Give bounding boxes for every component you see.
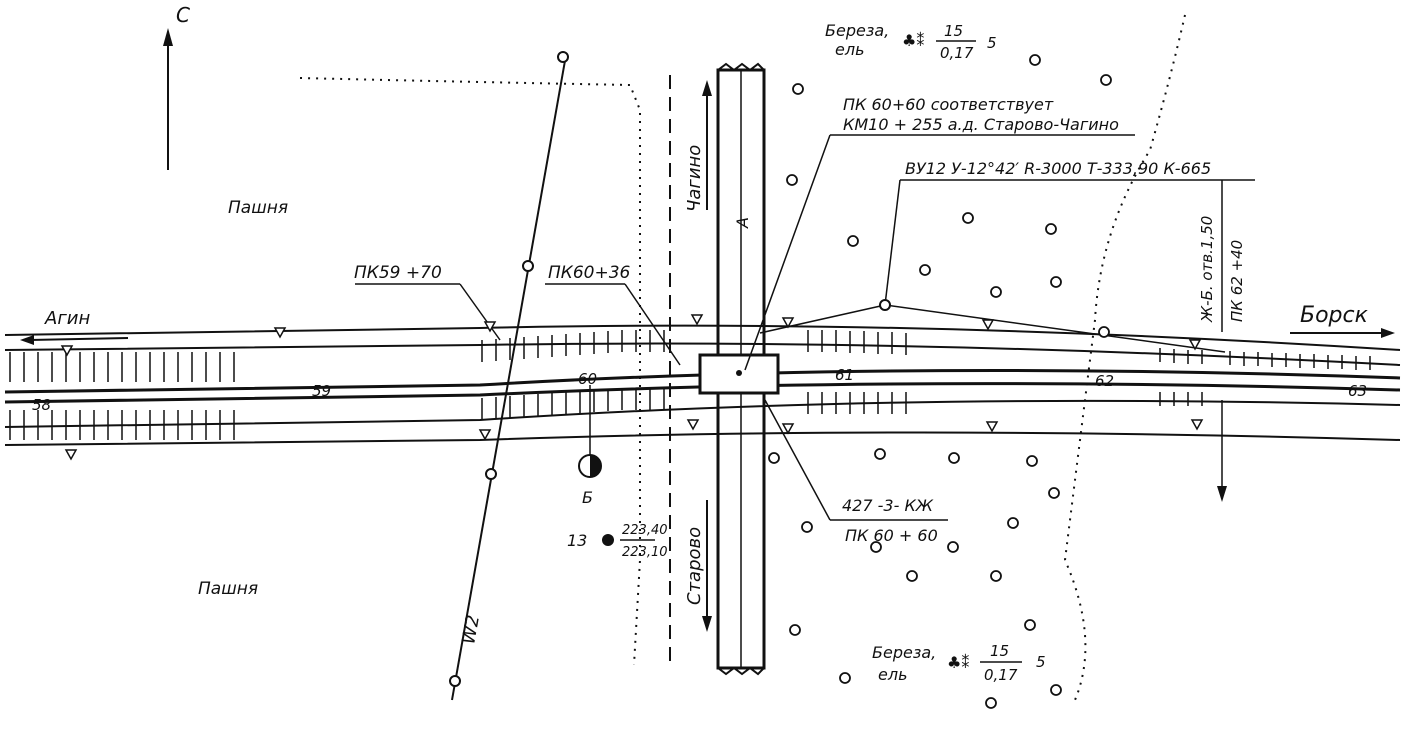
crossroad-south-label: Старово	[684, 527, 705, 605]
forest-top-num: 15	[944, 22, 963, 40]
forest-bottom-label: Береза, ель ♣⁑ 15 0,17 5	[872, 642, 1046, 684]
point13-bottom: 223,10	[622, 545, 668, 560]
bridge-pk-label: ПК 60 + 60	[845, 526, 938, 545]
pk59-label: ПК59 +70	[354, 263, 442, 283]
crossroad-north-label: Чагино	[684, 145, 705, 212]
power-line: W2	[449, 51, 569, 701]
pk60-36-callout: ПК60+36	[545, 263, 681, 366]
north-label: С	[176, 3, 190, 27]
tree-icon: ♣⁑	[902, 31, 924, 50]
benchmark-label: Б	[582, 488, 593, 507]
tree-icon: ♣⁑	[947, 653, 969, 672]
field-boundary	[299, 77, 641, 666]
correspondence-line2: КМ10 + 255 а.д. Старово-Чагино	[843, 115, 1119, 134]
height-point-13: 13 223,40 223,10	[567, 523, 668, 560]
direction-left-label: Агин	[44, 308, 90, 329]
culvert-callout: Ж-Б. отв.1,50 ПК 62 +40	[1198, 180, 1246, 502]
tree-symbols	[768, 54, 1112, 709]
slope-markers	[60, 314, 1204, 461]
direction-right-label: Борск	[1300, 303, 1369, 328]
forest-bottom-species: Береза,	[872, 643, 936, 662]
km-mark: 61	[835, 366, 854, 384]
bridge-type-label: 427 -3- КЖ	[842, 496, 934, 515]
km-mark: 58	[32, 396, 51, 414]
correspondence-callout: ПК 60+60 соответствует КМ10 + 255 а.д. С…	[744, 95, 1135, 371]
vertex-label: ВУ12 У-12°42′ R-3000 Т-333,90 К-665	[905, 159, 1211, 178]
bridge-callout: 427 -3- КЖ ПК 60 + 60	[764, 399, 948, 545]
km-mark: 59	[312, 382, 331, 400]
correspondence-line1: ПК 60+60 соответствует	[843, 95, 1054, 114]
main-road	[4, 324, 1401, 446]
forest-bottom-dist: 5	[1036, 653, 1046, 671]
culvert-pk-label: ПК 62 +40	[1228, 240, 1246, 322]
forest-bottom-num: 15	[990, 642, 1009, 660]
point13-top: 223,40	[622, 523, 668, 538]
culvert-label: Ж-Б. отв.1,50	[1198, 216, 1216, 323]
forest-bottom-den: 0,17	[984, 666, 1018, 684]
field-bottom-label: Пашня	[198, 579, 258, 599]
direction-right: Борск	[1290, 303, 1395, 338]
km-mark: 63	[1348, 382, 1367, 400]
north-arrow: С	[163, 3, 190, 170]
direction-left: Агин	[20, 308, 129, 345]
crossroad-name: А	[733, 217, 752, 229]
pk60-36-label: ПК60+36	[548, 263, 631, 283]
km-mark: 60	[578, 370, 597, 388]
powerline-label: W2	[458, 613, 484, 645]
field-top-label: Пашня	[228, 198, 288, 218]
forest-top-species: Береза,	[825, 21, 889, 40]
forest-top-label: Береза, ель ♣⁑ 15 0,17 5	[825, 21, 997, 62]
benchmark: Б	[578, 385, 602, 507]
forest-top-species2: ель	[835, 40, 865, 59]
forest-top-den: 0,17	[940, 44, 974, 62]
vertex-callout: ВУ12 У-12°42′ R-3000 Т-333,90 К-665	[759, 159, 1255, 353]
km-mark: 62	[1095, 372, 1114, 390]
point13-number: 13	[567, 531, 587, 550]
forest-bottom-species2: ель	[878, 665, 908, 684]
pk59-callout: ПК59 +70	[354, 263, 501, 341]
forest-top-dist: 5	[987, 34, 997, 52]
